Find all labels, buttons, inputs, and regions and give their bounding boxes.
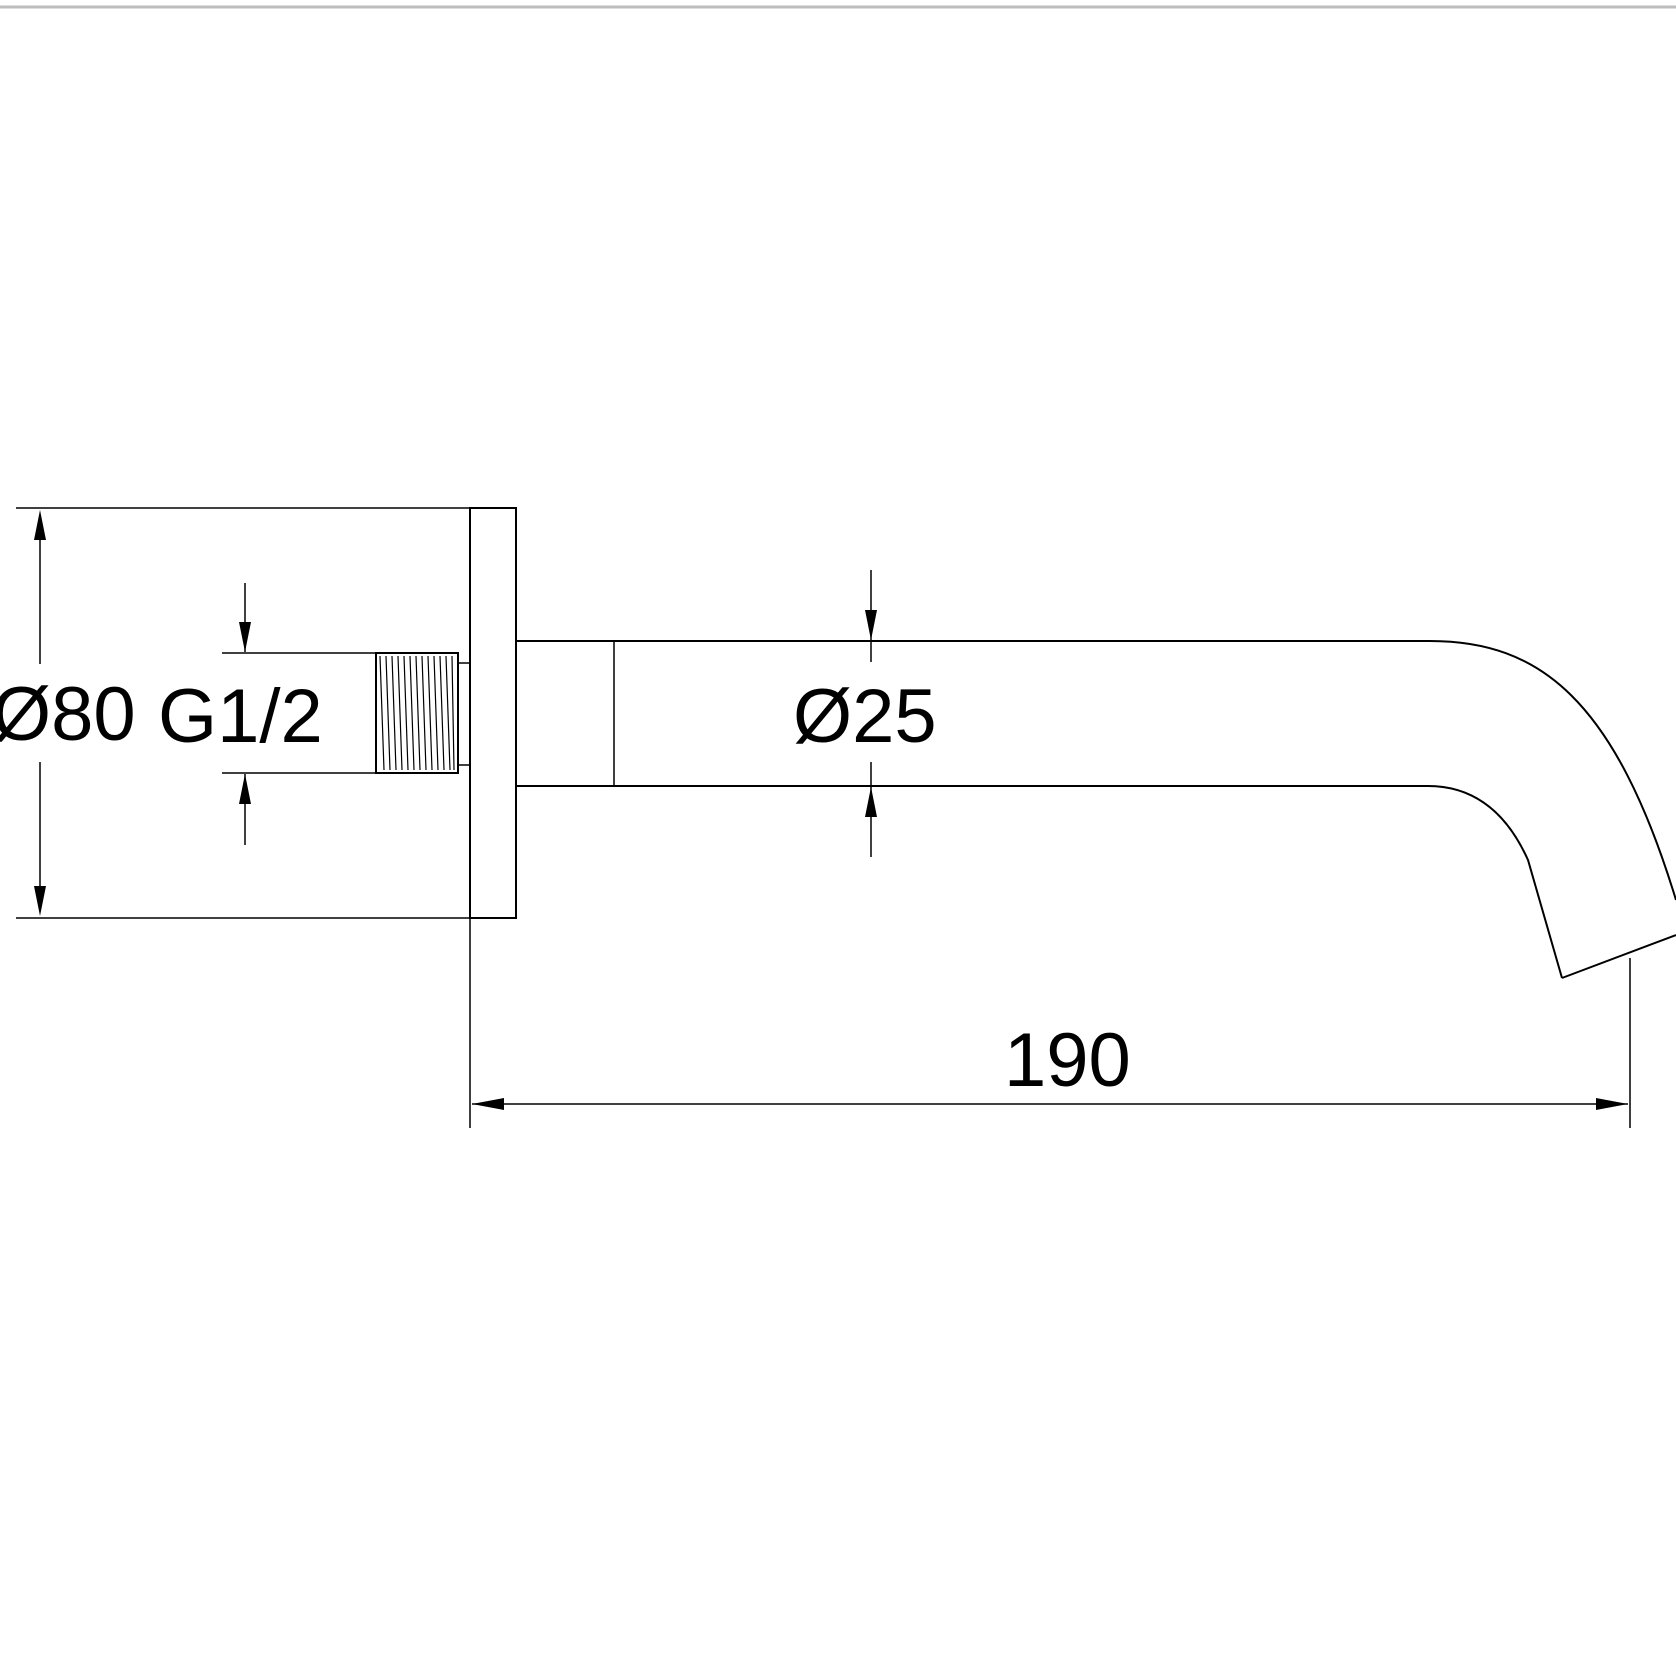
thread-line — [445, 655, 451, 771]
thread-lines — [379, 655, 455, 771]
spout-outlet-face — [1561, 934, 1676, 979]
thread-line — [421, 655, 427, 771]
flange-diameter-label: Ø80 — [0, 672, 136, 757]
flange-body — [469, 507, 517, 919]
spout-inner-contour — [516, 785, 1563, 979]
length-arrow-left — [472, 1098, 504, 1110]
wall-flange — [469, 507, 517, 919]
thread-line — [409, 655, 415, 771]
thread-line — [433, 655, 439, 771]
length-arrow-right — [1596, 1098, 1628, 1110]
thread-line — [385, 655, 391, 771]
thread-line — [403, 655, 409, 771]
projection-length-label: 190 — [1004, 1018, 1131, 1103]
arrow-up — [34, 510, 46, 540]
thread-arrow-down — [239, 622, 251, 652]
thread-line — [379, 655, 385, 771]
spout — [516, 640, 1676, 979]
thread-shoulder — [457, 662, 471, 766]
spout-arrow-down — [865, 610, 877, 640]
flange-diameter-dimension: Ø80 — [0, 507, 470, 919]
thread-line — [451, 655, 455, 771]
spout-outer-contour — [516, 640, 1676, 901]
thread-size-dimension: G1/2 — [158, 583, 376, 845]
projection-length-dimension: 190 — [469, 918, 1631, 1128]
thread-line — [397, 655, 403, 771]
thread-line — [427, 655, 433, 771]
spout-diameter-label: Ø25 — [793, 674, 937, 759]
arrow-down — [34, 886, 46, 916]
spout-diameter-dimension: Ø25 — [793, 570, 937, 857]
thread-size-label: G1/2 — [158, 674, 323, 759]
spout-arrow-up — [865, 787, 877, 817]
threaded-connector — [375, 652, 471, 774]
thread-line — [391, 655, 397, 771]
thread-line — [415, 655, 421, 771]
thread-line — [439, 655, 445, 771]
thread-arrow-up — [239, 774, 251, 804]
